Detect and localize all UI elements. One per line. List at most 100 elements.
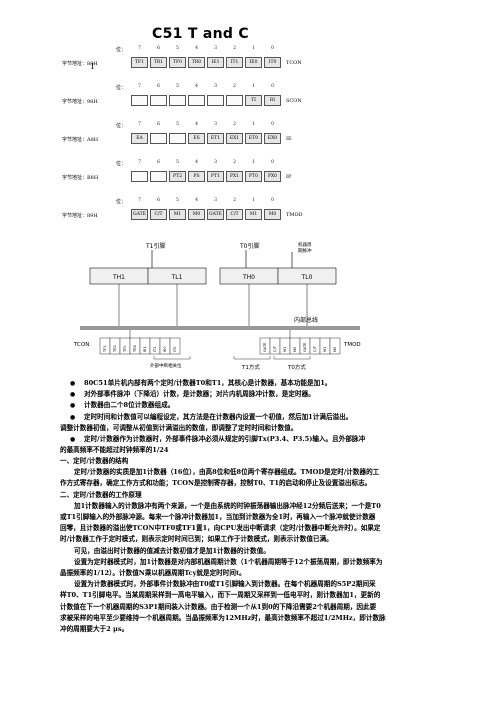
- register-bit-cell: 6: [149, 82, 168, 110]
- paragraph-line: 求被采样的电平至少要维持一个机器周期。当晶振频率为12MHz时，最高计数频率不超…: [60, 613, 386, 622]
- paragraph-line: 作方式寄存器，确定工作方式和功能；TCON是控制寄存器，控制T0、T1的启动和停…: [60, 479, 372, 488]
- bit-number: 5: [176, 46, 179, 51]
- diagram-bit-label: TR0: [133, 344, 137, 353]
- internal-bus: [80, 326, 360, 330]
- bit-field-name: C/T: [150, 209, 167, 220]
- paragraph-line: 晶振频率的1/12）。计数值N乘以机器周期Tcy就是定时时间t。: [60, 569, 246, 578]
- bit-number: 7: [138, 122, 141, 127]
- feature-item: 80C51单片机内部有两个定时/计数器T0和T1，其核心是计数器，基本功能是加1…: [60, 378, 460, 389]
- bit-field-name: EX0: [264, 133, 281, 144]
- bit-field-name: [150, 95, 167, 106]
- tcon-label: TCON: [73, 342, 89, 348]
- bit-field-name: TI: [245, 95, 262, 106]
- diagram-bit-label: IE1: [143, 346, 147, 352]
- diagram-bit-label: TR1: [113, 345, 117, 353]
- paragraph-line: 时/计数器工作于定时模式，则表示定时时间已到；如果工作于计数模式，则表示计数值已…: [60, 535, 333, 544]
- diagram-bit-label: GATE: [263, 342, 267, 352]
- bit-field-name: IT1: [226, 57, 243, 68]
- bit-field-name: TR0: [188, 57, 205, 68]
- diagram-bit-label: GATE: [303, 342, 307, 352]
- register-name: IP: [286, 174, 292, 180]
- bit-number: 0: [271, 198, 274, 203]
- diagram-bit-label: M1: [283, 347, 287, 352]
- paragraph-line: 加1计数器输入的计数脉冲有两个来源，一个是由系统的时钟振荡器输出脉冲经12分频后…: [74, 501, 381, 510]
- bit-row-label: 位：: [116, 161, 127, 167]
- diagram-bit-label: IT0: [173, 346, 177, 352]
- bit-number: 1: [252, 160, 255, 165]
- bit-field-name: M1: [245, 209, 262, 220]
- bit-field-name: [131, 171, 148, 182]
- bit-number: 4: [195, 160, 198, 165]
- bit-field-name: [169, 133, 186, 144]
- bit-number: 6: [157, 122, 160, 127]
- diagram-bit-label: C/T: [313, 345, 317, 352]
- t0-pin-label: T0引脚: [239, 242, 259, 250]
- byte-address-label: 字节地址：89H: [62, 213, 98, 219]
- clock-pulse-label-2: 期脉冲: [298, 247, 312, 254]
- diagram-bit-cell: [329, 337, 341, 355]
- bit-number: 5: [176, 198, 179, 203]
- bit-number: 7: [138, 198, 141, 203]
- t0-mode-bracket: [273, 356, 311, 360]
- paragraph-line: 样T0、T1引脚电平。当某周期采样到一高电平输入，而下一周期又采样到一低电平时，…: [60, 591, 381, 600]
- text-cursor-mark: I: [91, 62, 95, 71]
- bit-field-name: M1: [169, 209, 186, 220]
- bit-field-name: IE0: [245, 57, 262, 68]
- bit-number: 3: [214, 198, 217, 203]
- bit-number: 7: [138, 160, 141, 165]
- feature-item: 定时时间和计数值可以编程设定，其方法是在计数器内设置一个初值，然后加1计满后溢出…: [60, 412, 460, 423]
- int-related-label: 外部中断相关位: [150, 362, 182, 369]
- bit-number: 7: [138, 46, 141, 51]
- bit-number: 1: [252, 84, 255, 89]
- bit-number: 2: [233, 198, 236, 203]
- feature-item: 定时/计数器作为计数器时，外部事件脉冲必须从规定的引脚Tx(P3.4、P3.5)…: [60, 434, 460, 445]
- clock-pulse-label-1: 机器周: [298, 241, 312, 248]
- feature-item: 对外部事件脉冲（下降沿）计数，是计数器；对片内机周脉冲计数，是定时器。: [60, 389, 460, 400]
- bit-row-label: 位：: [116, 199, 127, 205]
- bit-number: 3: [214, 84, 217, 89]
- bit-number: 3: [214, 122, 217, 127]
- bit-field-name: C/T: [226, 209, 243, 220]
- register-bit-cell: 7: [130, 158, 149, 186]
- bit-field-name: PX0: [264, 171, 281, 182]
- feature-item: 计数器由二个8位计数器组成。: [60, 400, 460, 411]
- bit-field-name: ET0: [245, 133, 262, 144]
- bit-number: 6: [157, 198, 160, 203]
- th1-label: TH1: [112, 274, 125, 281]
- diagram-bit-label: M1: [323, 347, 327, 352]
- bit-field-name: [188, 95, 205, 106]
- register-bit-cell: 6: [149, 120, 168, 148]
- bit-field-name: ES: [188, 133, 205, 144]
- bit-field-name: TF0: [169, 57, 186, 68]
- tl1-label: TL1: [171, 274, 183, 281]
- paragraph-line: 定时/计数器的实质是加1计数器（16位），由高8位和低8位两个寄存器组成。TMO…: [74, 468, 380, 477]
- register-bit-cell: 5: [168, 120, 187, 148]
- diagram-bit-label: IT1: [153, 346, 157, 352]
- bit-number: 2: [233, 84, 236, 89]
- bit-row-label: 位：: [116, 123, 127, 129]
- bit-number: 6: [157, 84, 160, 89]
- diagram-bit-label: M0: [333, 346, 337, 352]
- feature-item-continuation: 调整计数器初值，可调整从初值到计满溢出的数值，即调整了定时时间和计数值。: [60, 423, 298, 432]
- bit-field-name: IT0: [264, 57, 281, 68]
- paragraph-line: 回零，且计数器的溢出使TCON中TF0或TF1置1，向CPU发出中断请求（定时/…: [60, 524, 381, 533]
- bit-field-name: RI: [264, 95, 281, 106]
- section-heading: 二、定时/计数器的工作原理: [60, 490, 142, 499]
- bit-number: 0: [271, 122, 274, 127]
